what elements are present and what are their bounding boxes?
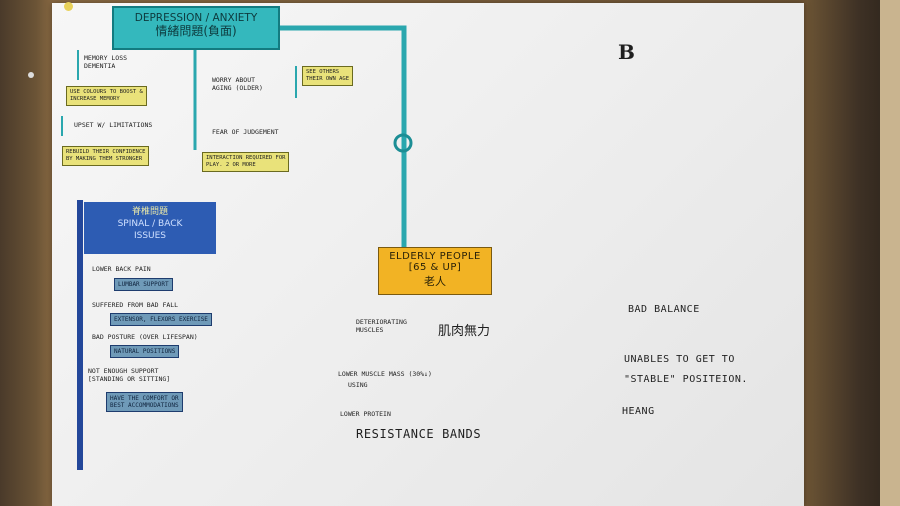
depression-anxiety-box: DEPRESSION / ANXIETY 情緒問題(負面) [112,6,280,50]
page-letter: B [618,40,635,64]
interaction-note: INTERACTION REQUIRED FOR PLAY. 2 OR MORE [202,152,290,172]
using-note: USING [348,381,368,389]
bad-balance: BAD BALANCE [628,304,700,315]
memory-loss-note: MEMORY LOSS DEMENTIA [84,54,128,70]
see-others-note: SEE OTHERS THEIR OWN AGE [302,66,354,86]
spinal-item-label: LOWER BACK PAIN [92,265,151,273]
title-en: DEPRESSION / ANXIETY [134,12,258,24]
spinal-item-tip: LUMBAR SUPPORT [114,278,173,291]
spinal-title-zh: 脊椎問題 [131,207,168,217]
unables-note: UNABLES TO GET TO "STABLE" POSITEION. [624,354,748,385]
elderly-age: [65 & UP] [408,262,462,273]
spinal-item-label: NOT ENOUGH SUPPORT [STANDING OR SITTING] [88,367,171,383]
title-zh: 情緒問題(負面) [155,24,237,38]
upset-note: UPSET W/ LIMITATIONS [74,121,153,129]
lower-protein: LOWER PROTEIN [340,410,391,418]
wooden-post [880,0,900,506]
spinal-item-tip: HAVE THE COMFORT OR BEST ACCOMMODATIONS [106,392,183,412]
fear-judgement-note: FEAR OF JUDGEMENT [212,128,279,136]
deteriorating-zh: 肌肉無力 [438,324,491,339]
push-pin [28,72,34,78]
spinal-title-en: SPINAL / BACK ISSUES [117,219,183,241]
push-pin [64,2,73,11]
heang-note: HEANG [622,406,655,417]
elderly-title: ELDERLY PEOPLE [389,251,481,262]
resistance-bands: RESISTANCE BANDS [356,427,482,441]
spinal-item-label: SUFFERED FROM BAD FALL [92,301,179,309]
spinal-back-box: 脊椎問題 SPINAL / BACK ISSUES [84,202,216,254]
deteriorating-muscles: DETERIORATING MUSCLES [356,318,407,334]
rebuild-tip-note: REBUILD THEIR CONFIDENCE BY MAKING THEM … [62,146,150,166]
memory-tip-note: USE COLOURS TO BOOST & INCREASE MEMORY [66,86,147,106]
elderly-people-box: ELDERLY PEOPLE [65 & UP] 老人 [378,247,492,295]
spinal-item-label: BAD POSTURE (OVER LIFESPAN) [92,333,198,341]
lower-muscle-mass: LOWER MUSCLE MASS (30%↓) [338,370,432,378]
spinal-item-tip: NATURAL POSITIONS [110,345,180,358]
worry-aging-note: WORRY ABOUT AGING (OLDER) [212,76,263,92]
elderly-zh: 老人 [424,275,446,288]
spinal-item-tip: EXTENSOR, FLEXORS EXERCISE [110,313,212,326]
